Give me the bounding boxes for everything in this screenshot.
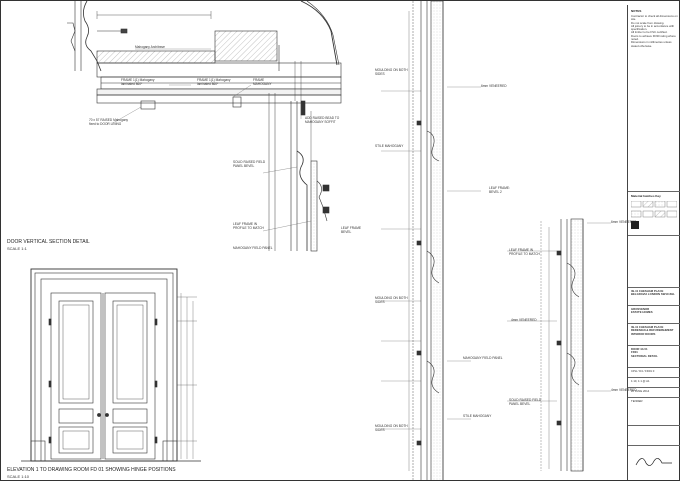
- drawing-date: 20 JUNE 2014: [631, 389, 650, 393]
- section-scale: SCALE 1:1: [7, 246, 27, 251]
- client-name: GROSVENOR ESTATE HOMES: [631, 307, 653, 315]
- section-title: DOOR VERTICAL SECTION DETAIL: [7, 239, 90, 245]
- note-moulding-low: MOULDING ON BOTH SIDES: [375, 424, 408, 432]
- note-leaf-profile-2: LEAF FRAME IN PROFILE TO MATCH: [509, 248, 540, 256]
- elevation-scale: SCALE 1:10: [7, 474, 30, 479]
- note-field-panel-2: MAHOGANY FIELD PANEL: [463, 356, 503, 360]
- drawing-scale: 1:10, 1:1 @ A1: [631, 379, 650, 383]
- signature-mark: [635, 458, 672, 466]
- cornice-section: [67, 1, 342, 116]
- annotation-raised-bead: 70 x 57 RAISED Mahogany fixed to DOOR LI…: [89, 118, 128, 126]
- note-raised-panel-2: SOLID RAISED FIELD PANEL BEVEL: [509, 398, 542, 406]
- door-section-upper: [290, 101, 330, 252]
- title-block: NOTES Contractor to check all dimensions…: [627, 5, 680, 480]
- drawing-description: DOOR 4A 01 FD01 SECTIONAL DETAIL: [631, 347, 658, 358]
- door-section-far-right: [540, 218, 584, 472]
- note-stile-2: STILE MAHOGANY: [463, 414, 492, 418]
- note-moulding-top: MOULDING ON BOTH SIDES: [375, 68, 408, 76]
- annotation-frame-mid: FRAME 1(1) Mahogany laminated 860*: [197, 78, 231, 86]
- annotation-leaf-frame-1: LEAF FRAME BEVEL: [341, 226, 362, 234]
- drawing-title: 39-41 CHESHAM PLACE REDESIGN & REFURBISH…: [631, 325, 674, 336]
- note-raised-panel: SOLID RAISED FIELD PANEL BEVEL: [233, 160, 266, 168]
- drawing-status: TENDER: [631, 399, 643, 403]
- annotation-architrave: Mahogany Architrave: [135, 45, 165, 49]
- note-field-panel: MAHOGANY FIELD PANEL: [233, 246, 273, 250]
- note-moulding-mid: MOULDING ON BOTH SIDES: [375, 296, 408, 304]
- annotation-frame-left: FRAME 1(1) Mahogany laminated 860*: [121, 78, 155, 86]
- annotation-frame-right: FRAME MAHOGANY: [253, 78, 272, 86]
- notes-text: Contractor to check all dimensions on si…: [631, 14, 678, 48]
- material-hatch-swatches: [631, 201, 677, 229]
- project-name: 39-41 CHESHAM PLACE BELGRAVIA LONDON SW1…: [631, 289, 675, 297]
- note-veneer-2: 4mm VENEERED: [511, 318, 537, 322]
- leader-lines: [112, 48, 611, 430]
- drawing-number: CPH / D4 / FD01 0: [631, 369, 655, 373]
- door-elevation: [21, 268, 201, 462]
- door-head-detail: [268, 93, 276, 251]
- note-veneer-1: 6mm VENEERED: [481, 84, 507, 88]
- note-leaf-profile: LEAF FRAME IN PROFILE TO MATCH: [233, 222, 264, 230]
- notes-heading: NOTES: [631, 9, 642, 13]
- door-section-right: [408, 1, 444, 481]
- annotation-soffit-bead: ADD RAISED BEAD TO MAHOGANY SOFFIT: [305, 116, 340, 124]
- annotation-leaf-frame-2: LEAF FRAME: BEVEL 2: [489, 186, 510, 194]
- elevation-title: ELEVATION 1 TO DRAWING ROOM FD 01 SHOWIN…: [7, 467, 176, 473]
- material-key-heading: Material hatches Key: [631, 194, 661, 198]
- note-stile: STILE MAHOGANY: [375, 144, 404, 148]
